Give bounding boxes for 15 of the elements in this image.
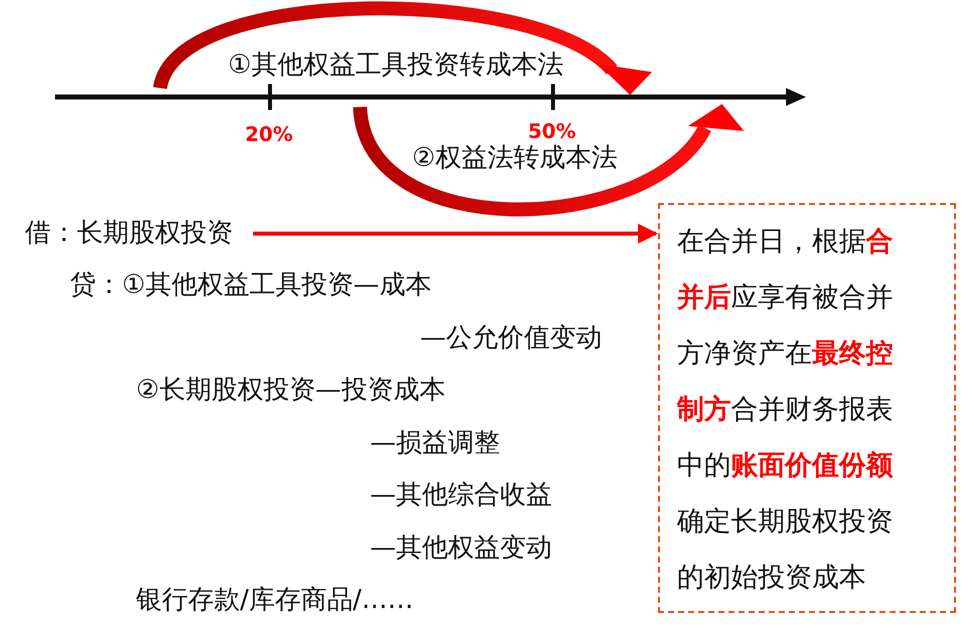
percent-label: 20% — [245, 122, 293, 146]
entry-text: —损益调整 — [370, 428, 500, 460]
entry-text: 贷：①其他权益工具投资—成本 — [70, 270, 432, 302]
arrow — [253, 224, 658, 244]
entry-text: ②权益法转成本法 — [412, 143, 618, 174]
entry-text: —其他权益变动 — [370, 533, 552, 564]
percent-label: 50% — [528, 119, 576, 143]
entry-text: —其他综合收益 — [370, 480, 552, 512]
entry-text: —公允价值变动 — [420, 323, 602, 354]
entry-text: ①其他权益工具投资转成本法 — [228, 50, 564, 82]
note-box — [658, 203, 956, 613]
entry-text: ②长期股权投资—投资成本 — [136, 375, 446, 406]
entry-text: 借：长期股权投资 — [25, 218, 233, 250]
entry-text: 银行存款/库存商品/…… — [136, 585, 414, 616]
note-text: 在合并日，根据合并后应享有被合并方净资产在最终控制方合并财务报表中的账面价值份额确定长期股权投资的初始投资成本 — [677, 225, 894, 595]
